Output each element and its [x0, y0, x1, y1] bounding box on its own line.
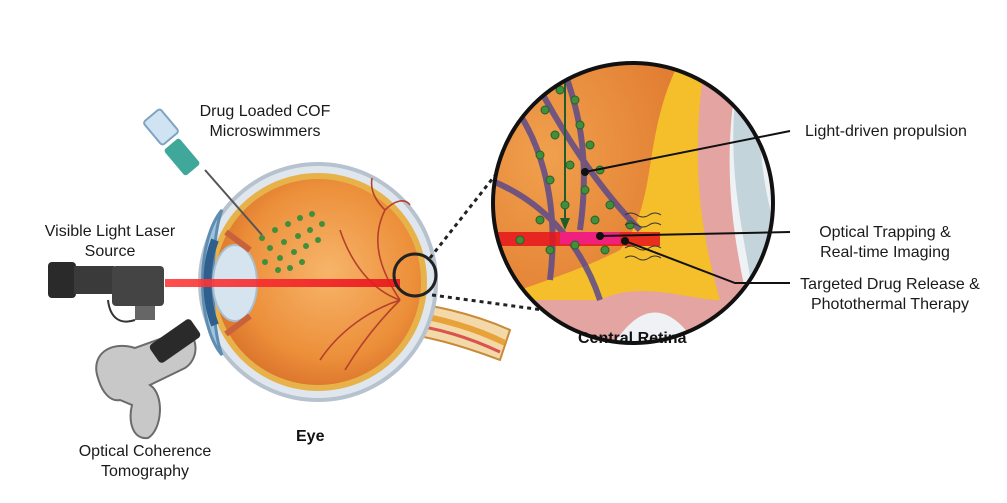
propulsion-label: Light-driven propulsion	[805, 123, 967, 140]
oct-label: Optical Coherence Tomography	[78, 443, 212, 480]
laser-beam	[165, 279, 400, 287]
eyeball	[198, 162, 438, 402]
drug-label: Drug Loaded COF Microswimmers	[199, 103, 331, 140]
laser-device-icon	[48, 262, 164, 323]
eye-microswimmers	[259, 211, 325, 273]
pointer-lines	[581, 130, 791, 284]
syringe-icon	[143, 108, 263, 236]
zoom-microswimmers	[515, 85, 635, 255]
retinal-vessels	[319, 177, 411, 371]
trapping-label: Optical Trapping & Real-time Imaging	[819, 224, 951, 261]
oct-device-icon	[95, 319, 201, 440]
central-retina-zoom	[491, 61, 775, 345]
retina-focus-ring	[392, 252, 438, 298]
heat-waves	[624, 212, 662, 261]
eye-caption: Eye	[296, 428, 325, 445]
zoom-line-bottom	[431, 293, 566, 315]
laser-label: Visible Light Laser Source	[44, 223, 176, 260]
retina-caption: Central Retina	[578, 330, 687, 347]
release-label: Targeted Drug Release & Photothermal The…	[800, 276, 980, 313]
